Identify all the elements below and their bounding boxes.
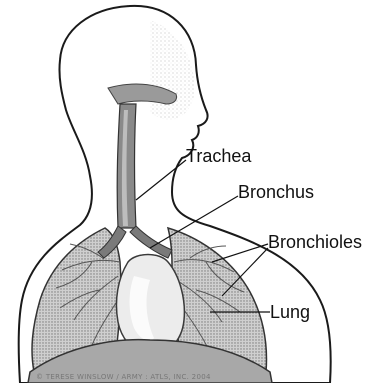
lung-label: Lung [270,303,310,321]
trachea-leader [136,160,186,200]
bronchioles-label: Bronchioles [268,233,362,251]
image-credit: © TERESE WINSLOW / ARMY : ATLS, INC. 200… [36,374,211,381]
right-bronchus [130,226,172,258]
bronchus-label: Bronchus [238,183,314,201]
trachea-label: Trachea [186,147,251,165]
